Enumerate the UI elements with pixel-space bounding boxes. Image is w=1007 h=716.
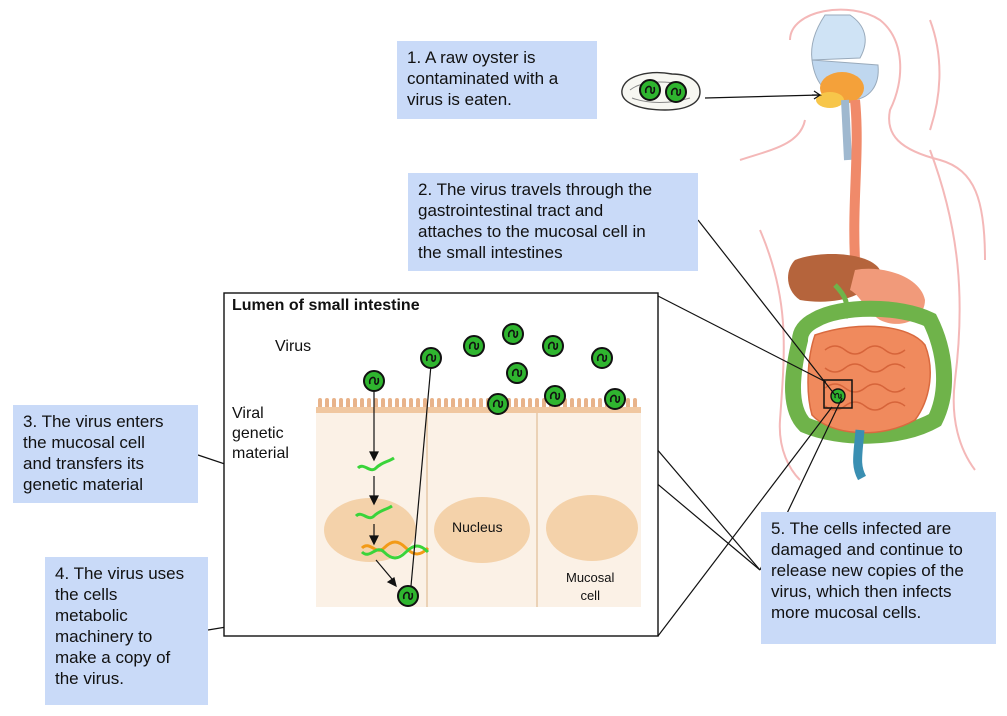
viral-genetic-material-label: Viral genetic material — [232, 405, 289, 462]
step-5-callout: 5. The cells infected are damaged and co… — [761, 512, 996, 644]
intestine-loops — [824, 345, 906, 411]
mucosal-cell-label: Mucosal cell — [566, 570, 615, 603]
nucleus-3 — [546, 495, 638, 561]
step-2-callout: 2. The virus travels through the gastroi… — [408, 173, 698, 271]
colon — [785, 300, 952, 444]
nucleus-1 — [324, 498, 416, 562]
inset-title: Lumen of small intestine — [232, 297, 420, 314]
intestinal-cells — [316, 398, 641, 607]
replicating-rna — [360, 540, 430, 560]
viral-rna-2 — [354, 504, 393, 520]
human-body-figure — [739, 8, 986, 481]
step-4-callout: 4. The virus uses the cells metabolic ma… — [45, 557, 208, 705]
virus-in-intestine — [830, 388, 846, 404]
inset-arrows — [369, 356, 436, 588]
step-3-callout: 3. The virus enters the mucosal cell and… — [13, 405, 198, 503]
nucleus-2 — [434, 497, 530, 563]
virus-label: Virus — [275, 338, 312, 355]
oyster-icon — [621, 72, 701, 111]
rectum — [853, 429, 867, 481]
step-1-callout: 1. A raw oyster is contaminated with a v… — [397, 41, 597, 119]
zoom-box — [823, 379, 853, 409]
viral-rna-1 — [356, 456, 395, 472]
esophagus — [849, 99, 862, 261]
nucleus-label: Nucleus — [452, 519, 503, 535]
